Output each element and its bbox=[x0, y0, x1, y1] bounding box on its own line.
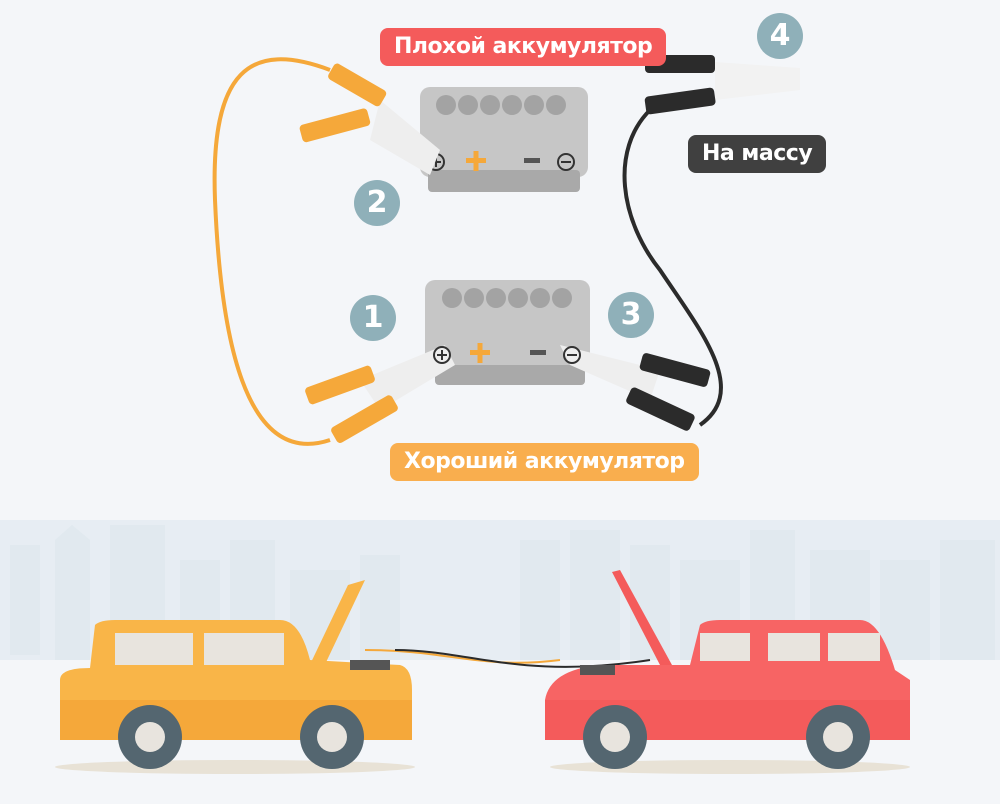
good-battery-label: Хороший аккумулятор bbox=[390, 443, 699, 481]
clamp-icon bbox=[560, 345, 711, 431]
car-icon bbox=[55, 580, 415, 774]
step-2-badge: 2 bbox=[354, 180, 400, 226]
car-icon bbox=[545, 570, 910, 774]
battery-icon bbox=[420, 87, 588, 192]
step-4-badge: 4 bbox=[757, 13, 803, 59]
plus-icon bbox=[466, 151, 486, 171]
bad-battery-label: Плохой аккумулятор bbox=[380, 28, 667, 66]
ground-label: На массу bbox=[688, 135, 827, 173]
step-3-badge: 3 bbox=[608, 292, 654, 338]
car-cables bbox=[364, 649, 561, 664]
black-cable bbox=[622, 108, 723, 427]
plus-icon bbox=[470, 343, 490, 363]
minus-icon bbox=[524, 158, 540, 163]
minus-icon bbox=[530, 350, 546, 355]
clamp-icon bbox=[644, 55, 800, 115]
orange-cable bbox=[212, 57, 331, 446]
clamp-icon bbox=[305, 345, 455, 443]
step-1-badge: 1 bbox=[350, 295, 396, 341]
clamp-icon bbox=[299, 63, 440, 175]
battery-icon bbox=[425, 280, 590, 385]
